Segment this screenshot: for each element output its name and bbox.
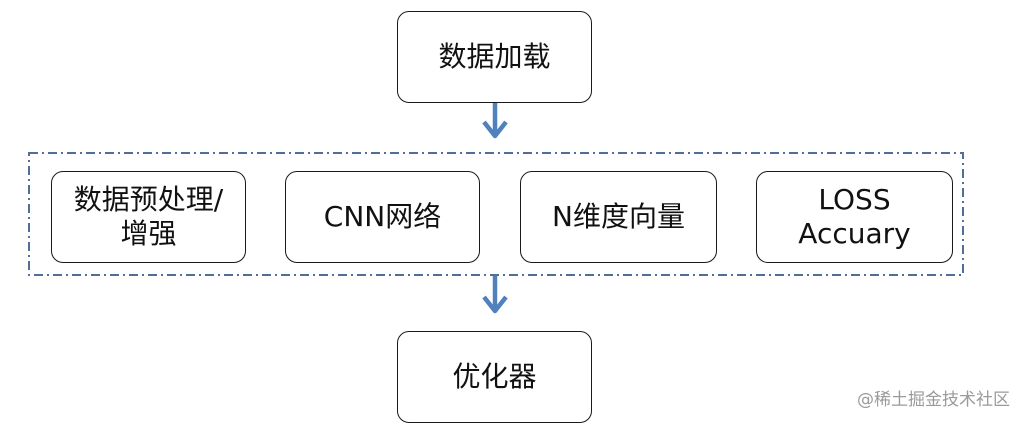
node-data-loading-label: 数据加载 xyxy=(438,40,551,73)
watermark-text: @稀土掘金技术社区 xyxy=(857,390,1010,410)
node-optimizer: 优化器 xyxy=(397,331,592,423)
node-n-dim-vector: N维度向量 xyxy=(520,171,717,263)
node-loss-accuracy-label-line1: LOSS xyxy=(818,183,891,216)
node-cnn-network: CNN网络 xyxy=(285,171,480,263)
node-preprocessing: 数据预处理/ 增强 xyxy=(51,171,246,263)
node-optimizer-label: 优化器 xyxy=(452,360,537,393)
node-loss-accuracy-label-line2: Accuary xyxy=(798,217,911,250)
model-group-dashed-border xyxy=(28,152,964,276)
node-cnn-network-label: CNN网络 xyxy=(323,200,442,233)
node-n-dim-vector-label: N维度向量 xyxy=(552,200,685,233)
node-data-loading: 数据加载 xyxy=(397,11,592,103)
arrow-group-to-optimizer xyxy=(482,276,508,314)
arrow-load-to-group xyxy=(482,103,508,139)
node-preprocessing-label-line1: 数据预处理/ xyxy=(73,183,224,216)
node-preprocessing-label-line2: 增强 xyxy=(120,217,177,250)
node-loss-accuracy: LOSS Accuary xyxy=(756,171,953,263)
